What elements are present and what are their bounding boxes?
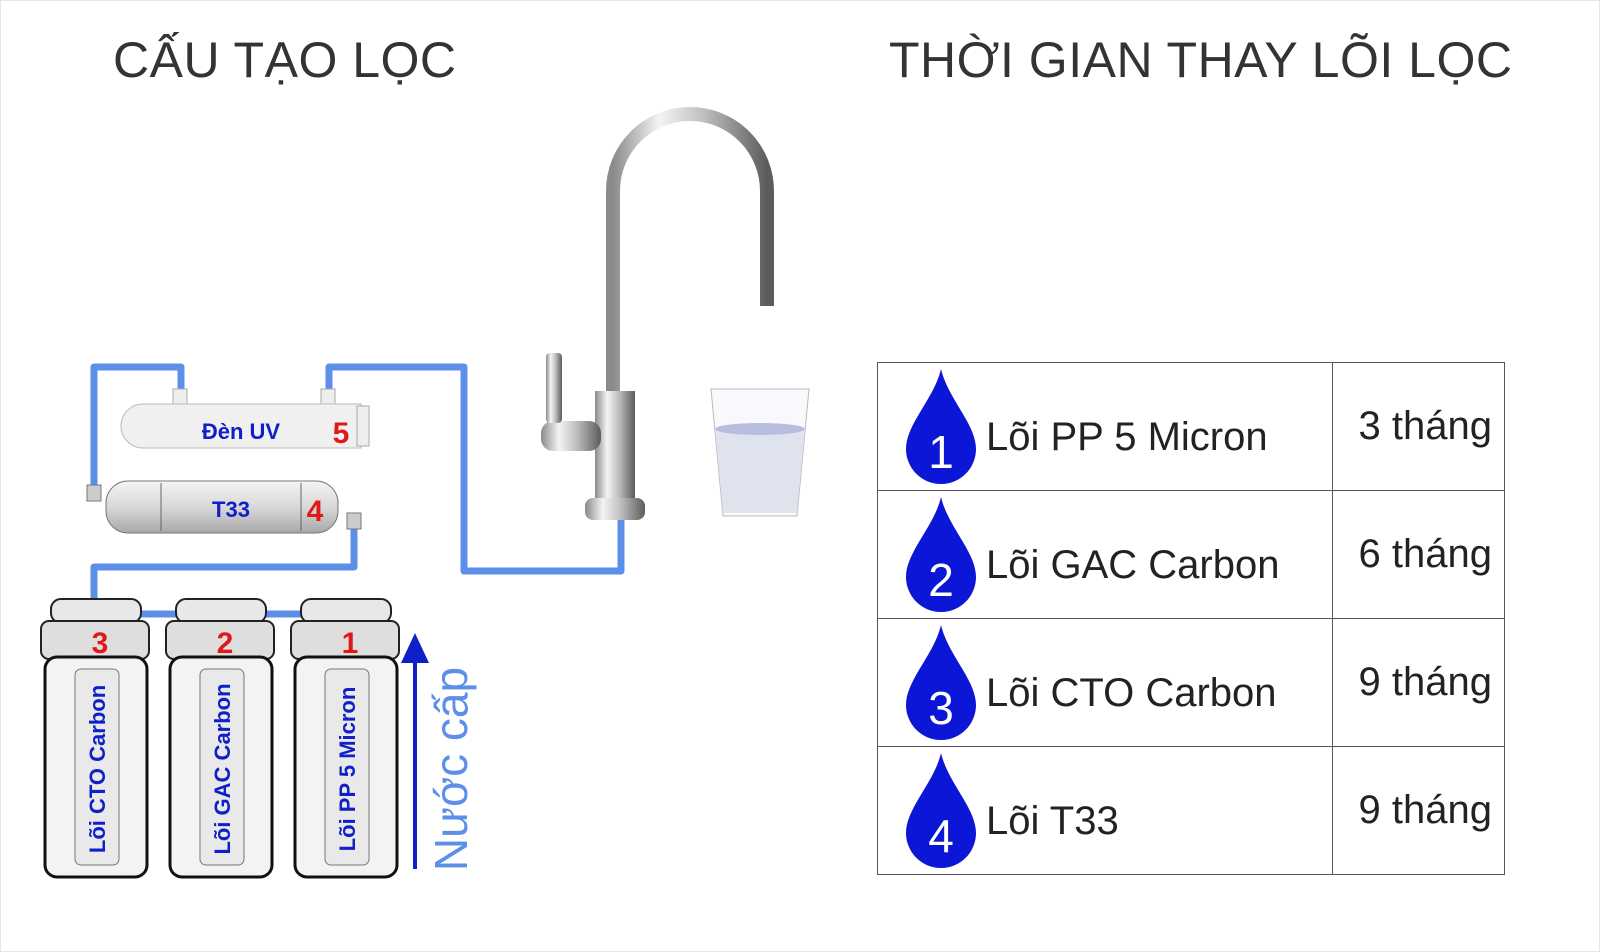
filter-name: Lõi CTO Carbon	[986, 671, 1277, 715]
replacement-schedule-table: 1 Lõi PP 5 Micron 3 tháng 2 Lõi GAC Carb…	[877, 362, 1505, 875]
t33-label: T33	[212, 497, 250, 522]
replacement-interval: 6 tháng	[1332, 490, 1505, 619]
inlet-arrow-icon	[401, 633, 429, 869]
filter-housing-1: 1 Lõi PP 5 Micron	[290, 598, 400, 879]
filter-name: Lõi T33	[986, 799, 1119, 843]
t33-number: 4	[307, 495, 324, 528]
filter-number: 2	[217, 627, 234, 660]
uv-number: 5	[333, 417, 350, 450]
drop-number: 2	[928, 554, 954, 606]
replacement-interval: 9 tháng	[1332, 618, 1505, 747]
water-drop-icon: 1	[906, 369, 976, 485]
filter-name-cell: 2 Lõi GAC Carbon	[877, 490, 1333, 619]
filter-name: Lõi GAC Carbon	[986, 543, 1280, 587]
faucet-icon	[541, 107, 774, 520]
water-pipes	[90, 363, 625, 618]
inlet-label: Nước cấp	[425, 667, 477, 871]
drop-number: 3	[928, 682, 954, 734]
filter-housing-2: 2 Lõi GAC Carbon	[165, 598, 275, 879]
filter-name-cell: 4 Lõi T33	[877, 746, 1333, 875]
table-row: 2 Lõi GAC Carbon 6 tháng	[877, 490, 1505, 619]
replacement-interval: 9 tháng	[1332, 746, 1505, 875]
water-drop-icon: 3	[906, 625, 976, 741]
uv-lamp: Đèn UV 5	[120, 388, 370, 450]
replacement-schedule-title: THỜI GIAN THAY LÕI LỌC	[889, 32, 1513, 88]
replacement-interval: 3 tháng	[1332, 362, 1505, 491]
filter-number: 1	[342, 627, 359, 660]
filter-name-cell: 1 Lõi PP 5 Micron	[877, 362, 1333, 491]
water-glass-icon	[710, 388, 810, 517]
water-drop-icon: 2	[906, 497, 976, 613]
filter-label: Lõi CTO Carbon	[85, 685, 110, 853]
uv-label: Đèn UV	[202, 419, 281, 444]
table-row: 3 Lõi CTO Carbon 9 tháng	[877, 618, 1505, 747]
water-drop-icon: 4	[906, 753, 976, 869]
table-row: 4 Lõi T33 9 tháng	[877, 746, 1505, 875]
structure-title: CẤU TẠO LỌC	[113, 32, 457, 88]
filter-name-cell: 3 Lõi CTO Carbon	[877, 618, 1333, 747]
t33-filter: T33 4	[86, 480, 362, 534]
filter-housing-3: 3 Lõi CTO Carbon	[40, 598, 150, 879]
filter-name: Lõi PP 5 Micron	[986, 415, 1268, 459]
filter-label: Lõi GAC Carbon	[210, 683, 235, 854]
filter-label: Lõi PP 5 Micron	[335, 687, 360, 852]
drop-number: 1	[928, 426, 954, 478]
filter-number: 3	[92, 627, 109, 660]
drop-number: 4	[928, 810, 954, 862]
table-row: 1 Lõi PP 5 Micron 3 tháng	[877, 362, 1505, 491]
